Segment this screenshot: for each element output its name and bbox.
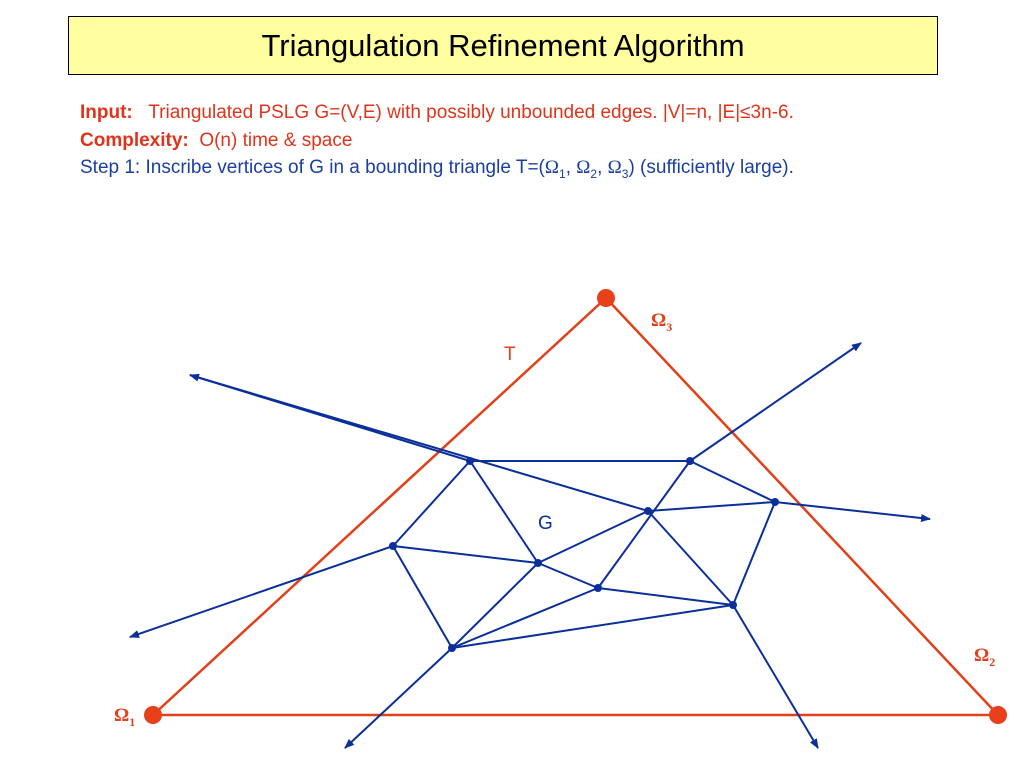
complexity-label: Complexity:	[80, 130, 189, 151]
step1-sub-1: 1	[559, 166, 566, 181]
omega2-vertex	[989, 706, 1007, 724]
input-text: Triangulated PSLG G=(V,E) with possibly …	[148, 102, 794, 123]
graph-edge	[597, 460, 691, 589]
step1-omega-2: Ω	[576, 157, 591, 178]
unbounded-edge-arrow	[774, 501, 931, 522]
triangle-label: T	[504, 344, 516, 365]
graph-vertex	[771, 498, 779, 506]
graph-vertex	[644, 507, 652, 515]
step1-prefix: Step 1: Inscribe vertices of G in a boun…	[80, 157, 545, 178]
graph-edge	[647, 510, 734, 606]
graph-edge	[451, 562, 539, 649]
omega2-label: Ω2	[974, 645, 995, 669]
graph-vertex	[389, 542, 397, 550]
unbounded-edge-arrow	[689, 342, 862, 462]
step1-suffix: ) (sufficiently large).	[628, 157, 794, 178]
graph-edge	[647, 501, 776, 512]
input-label: Input:	[80, 102, 133, 123]
bounding-triangle	[149, 296, 1001, 717]
omega1-vertex	[144, 706, 162, 724]
unbounded-edge-arrow	[129, 545, 394, 638]
graph-vertex	[686, 457, 694, 465]
graph-edges	[189, 374, 776, 649]
graph-edge	[597, 587, 734, 606]
graph-edge	[451, 587, 599, 649]
graph-edge	[392, 460, 471, 547]
graph-vertex	[466, 457, 474, 465]
complexity-text: O(n) time & space	[199, 130, 353, 151]
title-box: Triangulation Refinement Algorithm	[68, 16, 938, 75]
graph-edge	[537, 510, 649, 564]
input-line: Input: Triangulated PSLG G=(V,E) with po…	[80, 102, 794, 124]
step1-omega-1: Ω	[544, 157, 560, 178]
slide-title: Triangulation Refinement Algorithm	[261, 27, 745, 63]
step1-sub-3: 3	[621, 166, 629, 181]
omega3-vertex	[597, 289, 615, 307]
step1-sub-2: 2	[590, 166, 598, 181]
graph-vertex	[594, 584, 602, 592]
unbounded-edge-arrow	[344, 647, 453, 749]
graph-edge	[732, 501, 776, 606]
unbounded-edge-arrow	[732, 604, 819, 749]
step1-sep-1: ,	[565, 157, 577, 178]
graph-vertex	[729, 601, 737, 609]
graph-vertex	[534, 559, 542, 567]
complexity-line: Complexity: O(n) time & space	[80, 130, 352, 152]
graph-edge	[469, 460, 539, 564]
graph-edge	[392, 545, 539, 564]
graph-vertex	[448, 644, 456, 652]
graph-edge	[392, 545, 453, 649]
graph-label: G	[538, 513, 553, 534]
graph-rays	[129, 342, 931, 749]
graph-vertices	[389, 457, 779, 652]
omega1-label: Ω1	[114, 705, 135, 729]
step1-omega-3: Ω	[607, 157, 622, 178]
unbounded-edge-arrow	[189, 373, 471, 462]
omega3-label: Ω3	[651, 310, 672, 334]
step1-line: Step 1: Inscribe vertices of G in a boun…	[80, 157, 794, 181]
step1-sep-2: ,	[597, 157, 608, 178]
graph-edge	[689, 460, 776, 503]
graph-edge	[451, 604, 734, 649]
graph-edge	[537, 562, 599, 589]
